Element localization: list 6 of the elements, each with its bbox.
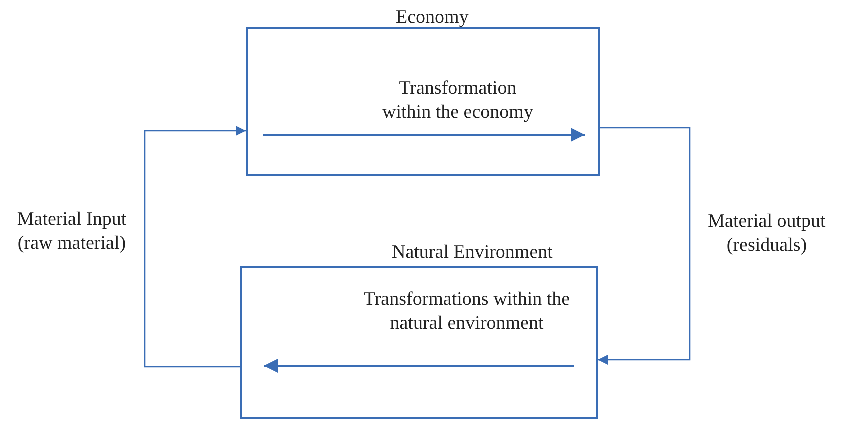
box-title: Economy [396, 7, 469, 29]
flow-arrow [144, 126, 246, 368]
box-title: Natural Environment [392, 242, 553, 264]
box-description: Transformation within the economy [382, 77, 534, 125]
box-description: Transformations within the natural environment [362, 288, 572, 336]
flow-arrow [598, 127, 691, 365]
